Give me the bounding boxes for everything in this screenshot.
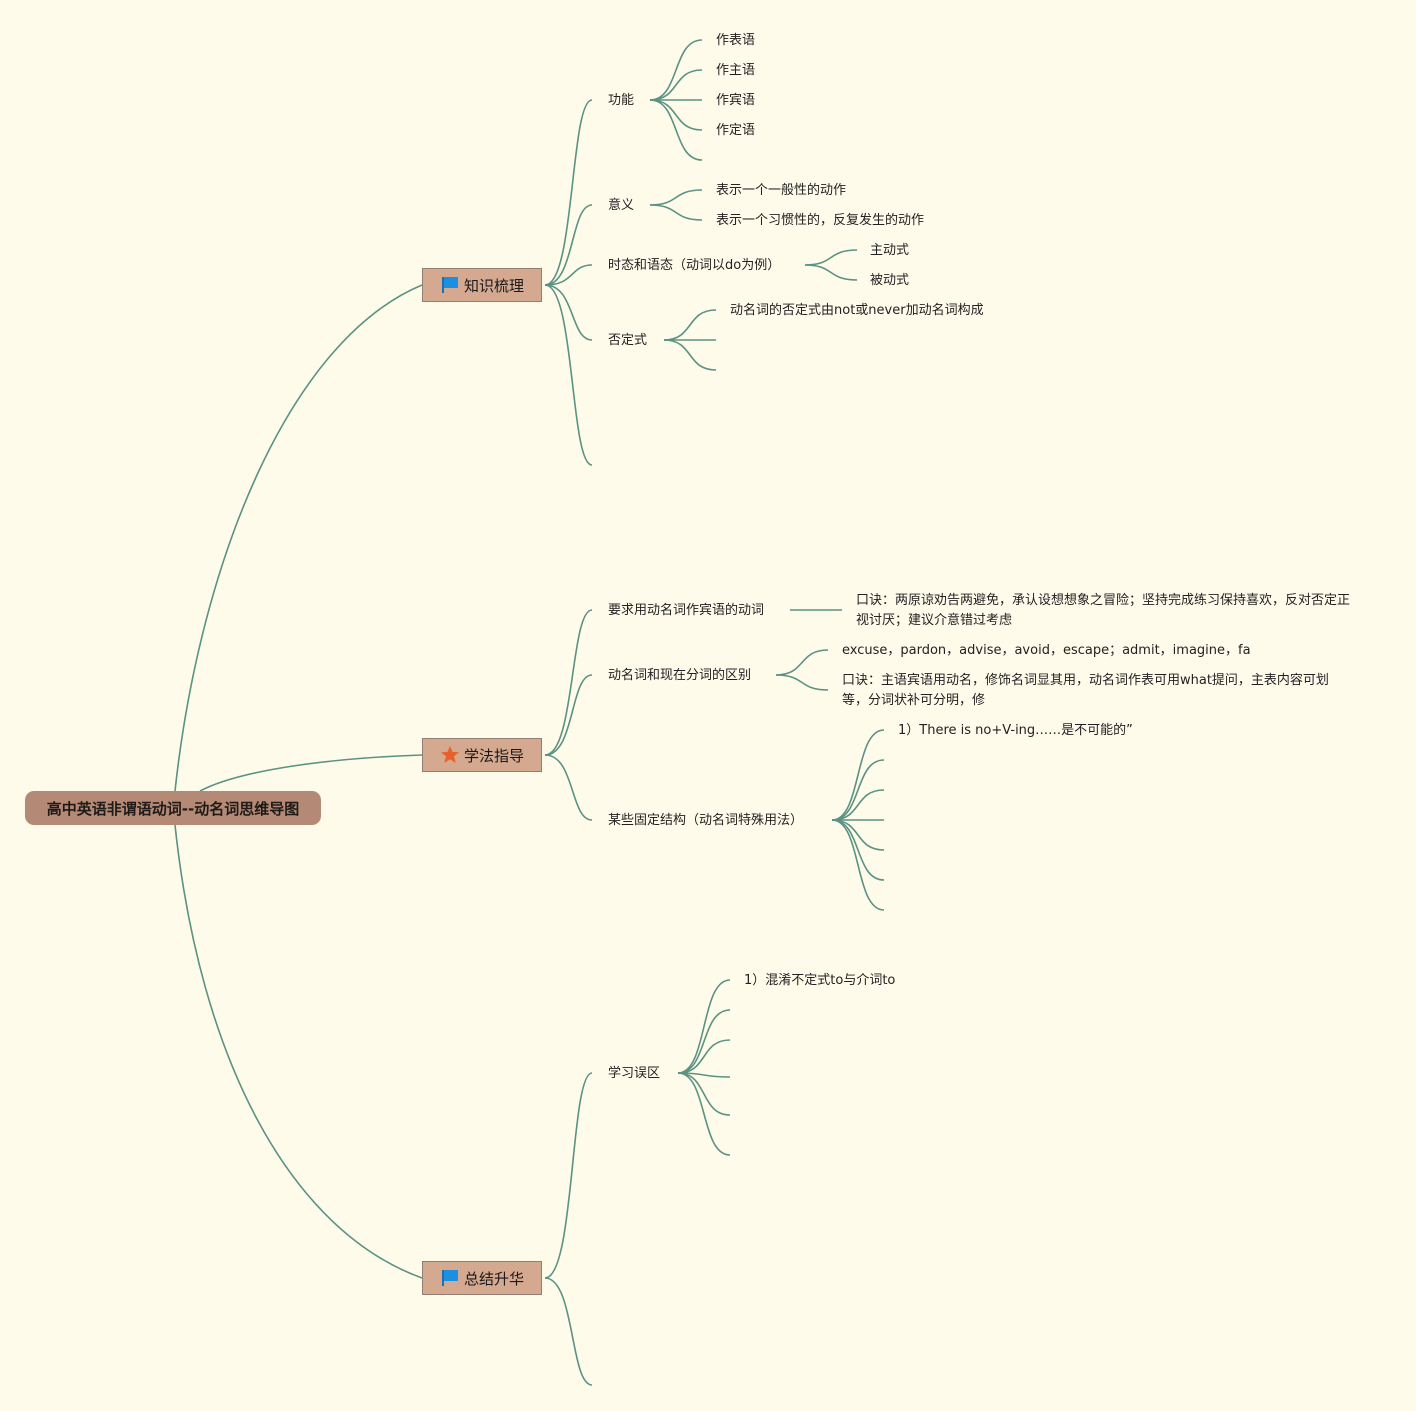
leaf-subject[interactable]: 作主语 <box>716 63 756 78</box>
root-title: 高中英语非谓语动词--动名词思维导图 <box>46 799 300 818</box>
topic-tense-voice[interactable]: 时态和语态（动词以do为例） <box>608 258 781 273</box>
leaf-there-is-no[interactable]: 1）There is no+V-ing……是不可能的” <box>898 723 1133 738</box>
branch-summary[interactable]: 总结升华 <box>422 1261 542 1295</box>
leaf-predicative[interactable]: 作表语 <box>716 33 756 48</box>
topic-fixed-structures[interactable]: 某些固定结构（动名词特殊用法） <box>608 813 804 828</box>
leaf-verb-list[interactable]: excuse，pardon，advise，avoid，escape；admit，… <box>842 643 1251 658</box>
leaf-passive[interactable]: 被动式 <box>870 273 910 288</box>
blue-flag-icon <box>441 277 458 293</box>
branch-knowledge[interactable]: 知识梳理 <box>422 268 542 302</box>
branch-label: 学法指导 <box>463 746 524 765</box>
leaf-object[interactable]: 作宾语 <box>716 93 756 108</box>
leaf-meaning-habitual[interactable]: 表示一个习惯性的，反复发生的动作 <box>716 213 925 228</box>
branch-label: 总结升华 <box>463 1269 524 1288</box>
topic-gerund-vs-participle[interactable]: 动名词和现在分词的区别 <box>608 668 752 683</box>
topic-negative[interactable]: 否定式 <box>608 333 648 348</box>
leaf-negative-rule[interactable]: 动名词的否定式由not或never加动名词构成 <box>730 303 984 318</box>
topic-object-verbs[interactable]: 要求用动名词作宾语的动词 <box>608 603 765 618</box>
leaf-difference-mnemonic[interactable]: 口诀：主语宾语用动名，修饰名词显其用，动名词作表可用what提问，主表内容可划等… <box>842 673 1329 708</box>
topic-function[interactable]: 功能 <box>608 93 635 108</box>
branch-method[interactable]: 学法指导 <box>422 738 542 772</box>
blue-flag-icon <box>441 1270 458 1286</box>
leaf-active[interactable]: 主动式 <box>870 243 910 258</box>
leaf-attributive[interactable]: 作定语 <box>716 123 756 138</box>
leaf-meaning-general[interactable]: 表示一个一般性的动作 <box>716 183 847 198</box>
root-node[interactable]: 高中英语非谓语动词--动名词思维导图 <box>25 791 321 825</box>
leaf-to-confusion[interactable]: 1）混淆不定式to与介词to <box>744 973 896 988</box>
topic-mistakes[interactable]: 学习误区 <box>608 1066 661 1081</box>
topic-meaning[interactable]: 意义 <box>608 198 635 213</box>
branch-label: 知识梳理 <box>463 276 524 295</box>
orange-star-icon <box>440 746 459 763</box>
leaf-object-verbs-mnemonic[interactable]: 口诀：两原谅劝告两避免，承认设想想象之冒险；坚持完成练习保持喜欢，反对否定正视讨… <box>856 593 1351 628</box>
